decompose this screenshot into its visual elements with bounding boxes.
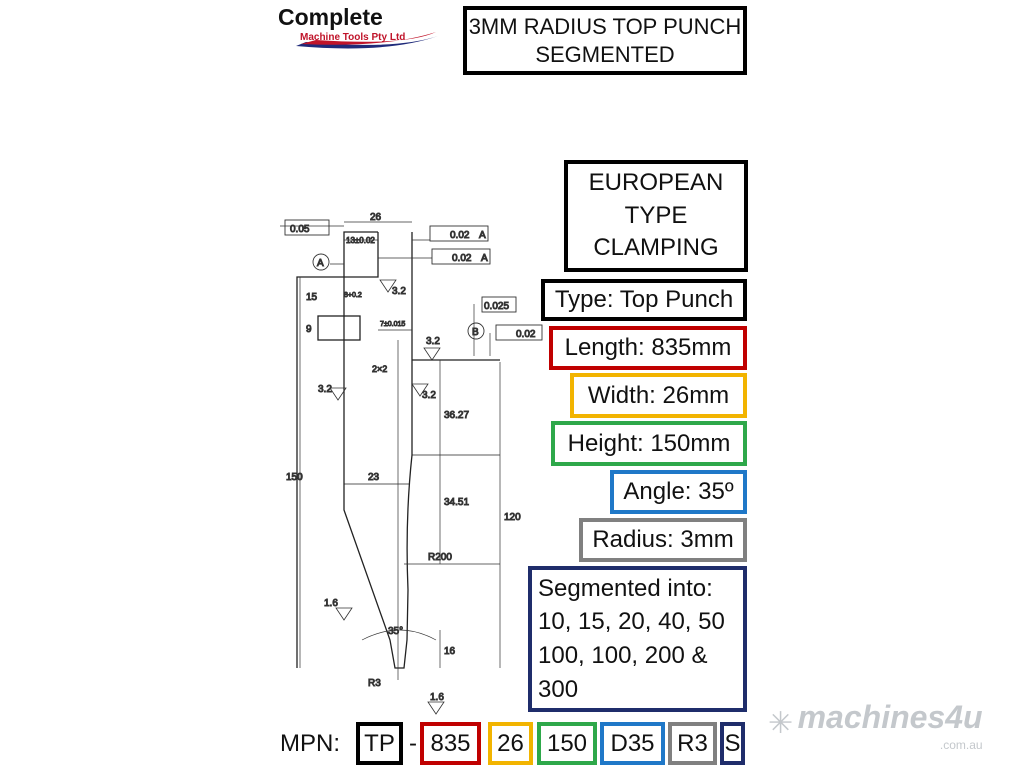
length-box: Length: 835mm — [549, 326, 747, 370]
dim-26: 26 — [370, 212, 382, 223]
mpn-part-type: TP — [356, 722, 403, 765]
dim-150: 150 — [286, 472, 303, 483]
tol-parallel-1-datum: A — [479, 230, 486, 241]
tol-flatness: 0.05 — [290, 224, 310, 235]
logo-subtext: Machine Tools Pty Ltd — [300, 32, 406, 43]
mpn-part-height: 150 — [537, 722, 597, 765]
tolerance-frames — [284, 219, 543, 341]
dim-34-51: 34.51 — [444, 497, 469, 508]
dim-9: 9 — [306, 324, 312, 335]
segmented-line: Segmented into: — [538, 574, 713, 602]
dim-120: 120 — [504, 512, 521, 523]
tol-perpendicular: 0.02 — [516, 329, 536, 340]
dim-r3: R3 — [368, 678, 381, 689]
tol-parallel-1: 0.02 — [450, 230, 470, 241]
clamping-line: EUROPEAN — [588, 169, 724, 197]
clamping-line: CLAMPING — [593, 234, 719, 262]
watermark-brand: machines4u — [797, 699, 983, 735]
title-line-1: 3MM RADIUS TOP PUNCH — [468, 14, 742, 39]
dim-15: 15 — [306, 292, 318, 303]
dim-16: 16 — [444, 646, 456, 657]
punch-profile — [296, 231, 500, 669]
mpn-part-width: 26 — [488, 722, 533, 765]
dim-2x2: 2×2 — [372, 364, 387, 374]
segmented-line: 10, 15, 20, 40, 50 — [538, 608, 725, 636]
dim-35-deg: 35° — [388, 626, 403, 637]
roughness-1-6: 1.6 — [430, 692, 444, 703]
roughness-1-6: 1.6 — [324, 598, 338, 609]
tol-parallel-2: 0.02 — [452, 253, 472, 264]
dimension-lines — [280, 221, 501, 680]
roughness-symbols — [329, 279, 445, 715]
datum-b: B — [472, 327, 479, 338]
title-box: 3MM RADIUS TOP PUNCH SEGMENTED — [463, 6, 747, 75]
clamping-line: TYPE — [624, 201, 688, 229]
dim-7: 7±0.015 — [380, 321, 405, 328]
mpn-part-angle: D35 — [600, 722, 665, 765]
dim-8: 8+0.2 — [344, 292, 362, 299]
datum-a: A — [317, 258, 324, 269]
dim-13: 13±0.02 — [346, 236, 375, 245]
company-logo: Complete Machine Tools Pty Ltd — [276, 2, 446, 52]
tol-straightness: 0.025 — [484, 301, 509, 312]
dim-36-27: 36.27 — [444, 410, 469, 421]
mpn-part-segmented: S — [720, 722, 745, 765]
mpn-part-length: 835 — [420, 722, 481, 765]
angle-box: Angle: 35º — [610, 470, 747, 514]
mpn-label: MPN: — [280, 730, 340, 757]
roughness-3-2: 3.2 — [392, 286, 406, 297]
watermark-domain: .com.au — [939, 738, 983, 752]
logo-swoosh — [296, 32, 438, 49]
mpn-part-radius: R3 — [668, 722, 717, 765]
roughness-3-2: 3.2 — [426, 336, 440, 347]
roughness-3-2: 3.2 — [422, 390, 436, 401]
roughness-3-2: 3.2 — [318, 384, 332, 395]
radius-box: Radius: 3mm — [579, 518, 747, 562]
clamping-box: EUROPEAN TYPE CLAMPING — [564, 160, 748, 272]
width-box: Width: 26mm — [570, 373, 747, 418]
dim-23: 23 — [368, 472, 380, 483]
segmented-box: Segmented into: 10, 15, 20, 40, 50 100, … — [528, 566, 747, 712]
type-box: Type: Top Punch — [541, 279, 747, 321]
segmented-line: 100, 100, 200 & — [538, 642, 708, 669]
dim-r200: R200 — [428, 552, 452, 563]
segmented-line: 300 — [538, 675, 579, 703]
logo-text: Complete — [278, 4, 383, 30]
tol-parallel-2-datum: A — [481, 253, 488, 264]
snowflake-icon: ✳ — [768, 706, 794, 740]
title-line-2: SEGMENTED — [535, 41, 675, 67]
height-box: Height: 150mm — [551, 421, 747, 466]
machines4u-watermark: ✳ machines4u .com.au — [768, 699, 983, 752]
mpn-dash: - — [409, 730, 417, 757]
